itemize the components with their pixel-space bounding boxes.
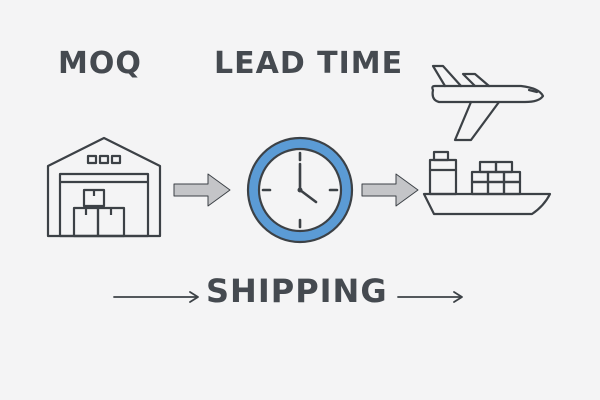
shipping-label: SHIPPING <box>206 272 388 310</box>
lead-time-label: LEAD TIME <box>214 46 404 81</box>
long-arrow-right-icon <box>397 291 463 303</box>
long-arrow-left-icon <box>113 291 199 303</box>
arrow-right-icon <box>361 173 419 207</box>
arrow-right-icon <box>173 173 231 207</box>
airplane-icon <box>431 64 545 142</box>
warehouse-icon <box>46 136 162 238</box>
moq-label: MOQ <box>58 46 142 81</box>
cargo-ship-icon <box>422 150 552 216</box>
clock-icon <box>246 136 354 244</box>
